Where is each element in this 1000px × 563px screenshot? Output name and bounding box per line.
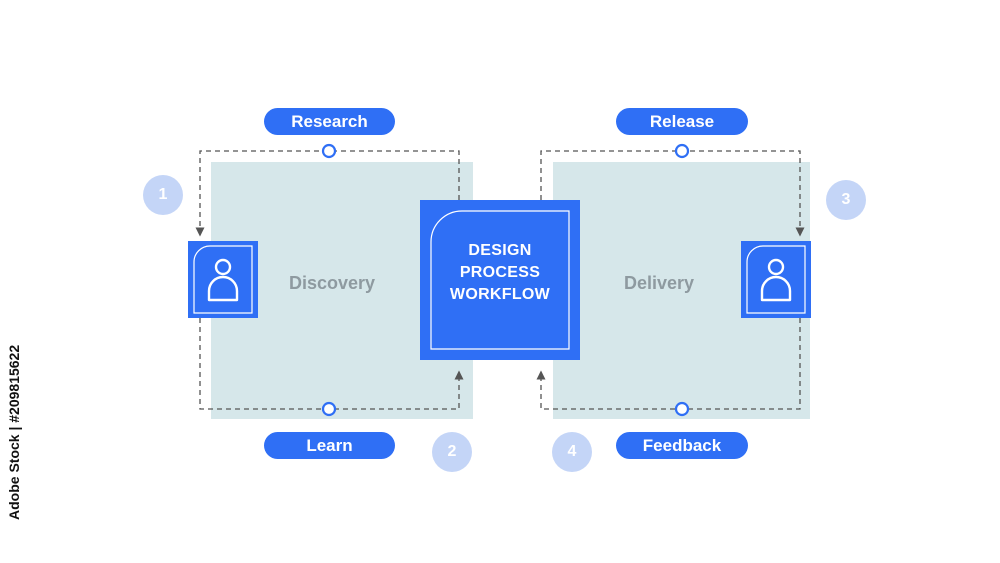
feedback-node xyxy=(674,401,690,417)
delivery-user-box xyxy=(741,241,811,318)
release-pill: Release xyxy=(616,108,748,135)
design-process-workflow-box: DESIGN PROCESS WORKFLOW xyxy=(420,200,580,360)
step-badge-2: 2 xyxy=(432,432,472,472)
step-badge-1: 1 xyxy=(143,175,183,215)
research-node xyxy=(321,143,337,159)
stock-watermark: Adobe Stock | #209815622 xyxy=(6,344,22,520)
discovery-label: Discovery xyxy=(289,273,376,293)
center-title-line-2: PROCESS xyxy=(459,264,541,281)
center-title-line-3: WORKFLOW xyxy=(449,286,551,303)
user-icon xyxy=(746,245,806,314)
user-icon xyxy=(193,245,253,314)
learn-pill: Learn xyxy=(264,432,395,459)
step-badge-3: 3 xyxy=(826,180,866,220)
research-pill: Research xyxy=(264,108,395,135)
learn-node xyxy=(321,401,337,417)
discovery-user-box xyxy=(188,241,258,318)
release-node xyxy=(674,143,690,159)
center-title-line-1: DESIGN xyxy=(468,242,532,259)
feedback-pill: Feedback xyxy=(616,432,748,459)
center-title: DESIGN PROCESS WORKFLOW xyxy=(420,240,580,306)
delivery-label: Delivery xyxy=(624,273,695,293)
step-badge-4: 4 xyxy=(552,432,592,472)
feedback-connector xyxy=(536,318,801,410)
